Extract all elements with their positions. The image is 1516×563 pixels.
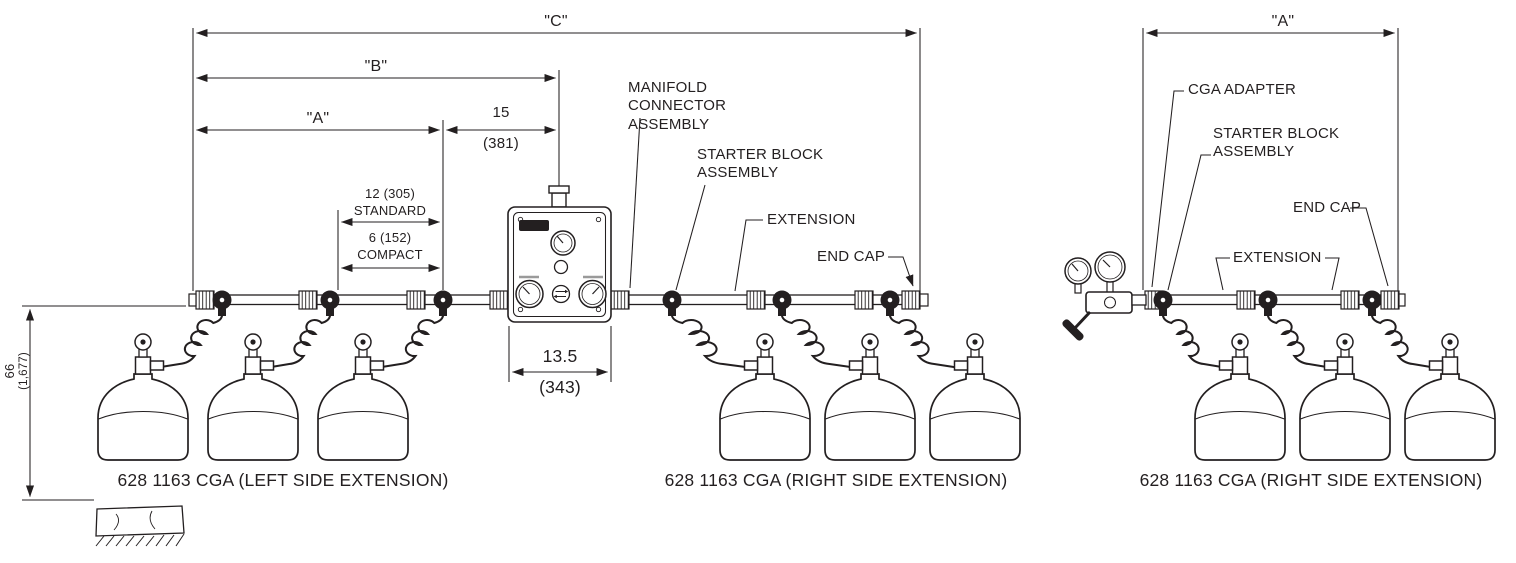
callout-manifold-connector: MANIFOLD CONNECTOR ASSEMBLY [628,79,727,133]
gas-cylinder [1299,333,1391,461]
dim-a-right-label: "A" [1271,13,1295,30]
callout-extension-left: EXTENSION [767,211,856,228]
dim-height-mm: (1,677) [17,352,30,390]
dim-c-label: "C" [544,13,568,30]
leader-lines [629,90,1389,292]
caption-right-side-extension: 628 1163 CGA (RIGHT SIDE EXTENSION) [664,470,1008,490]
gas-cylinder [1404,333,1496,461]
dim-6-compact-name: COMPACT [357,247,423,262]
dim-b-label: "B" [364,58,388,75]
dim-height-inches: 66 [2,363,18,379]
dim-15-mm: (381) [482,135,520,152]
dim-15-inches: 15 [492,104,510,121]
gas-cylinders [97,333,1496,461]
callout-cga-adapter: CGA ADAPTER [1188,81,1297,98]
changeover-indicator [551,284,571,304]
gas-cylinder [207,333,299,461]
manifold-connector-fitting [610,290,630,310]
callout-extension-right: EXTENSION [1233,249,1322,266]
gas-cylinder [824,333,916,461]
caption-right-side-extension-2: 628 1163 CGA (RIGHT SIDE EXTENSION) [1139,470,1483,490]
manifold-control-panel [507,185,612,323]
dimension-lines [25,28,1396,498]
extension-lines [22,28,1399,501]
dim-a-left-label: "A" [306,110,330,127]
callout-starter-block-right: STARTER BLOCK ASSEMBLY [1213,125,1340,161]
dim-135-inches: 13.5 [542,346,578,366]
end-cap-right-fitting [1380,290,1400,310]
regulator-handle [1062,319,1084,341]
gas-cylinder [1194,333,1286,461]
end-cap-left-fitting [901,290,921,310]
gas-cylinder [929,333,1021,461]
gas-cylinder [317,333,409,461]
dim-135-mm: (343) [539,377,581,397]
dim-6-compact: 6 (152) [368,230,412,245]
caption-left-side-extension: 628 1163 CGA (LEFT SIDE EXTENSION) [117,470,449,490]
pipe-fittings [188,290,1406,310]
callout-end-cap-right: END CAP [1293,199,1362,216]
brand-logo [519,220,549,231]
dim-12-standard: 12 (305) [364,186,416,201]
manifold-pipe-left-a [195,294,509,306]
regulator [1062,251,1147,341]
dim-12-standard-name: STANDARD [353,203,427,218]
gas-cylinder [719,333,811,461]
callout-starter-block-left: STARTER BLOCK ASSEMBLY [697,146,824,182]
callout-end-cap-left: END CAP [817,248,886,265]
gas-cylinder [97,333,189,461]
ground-symbol [95,505,185,547]
